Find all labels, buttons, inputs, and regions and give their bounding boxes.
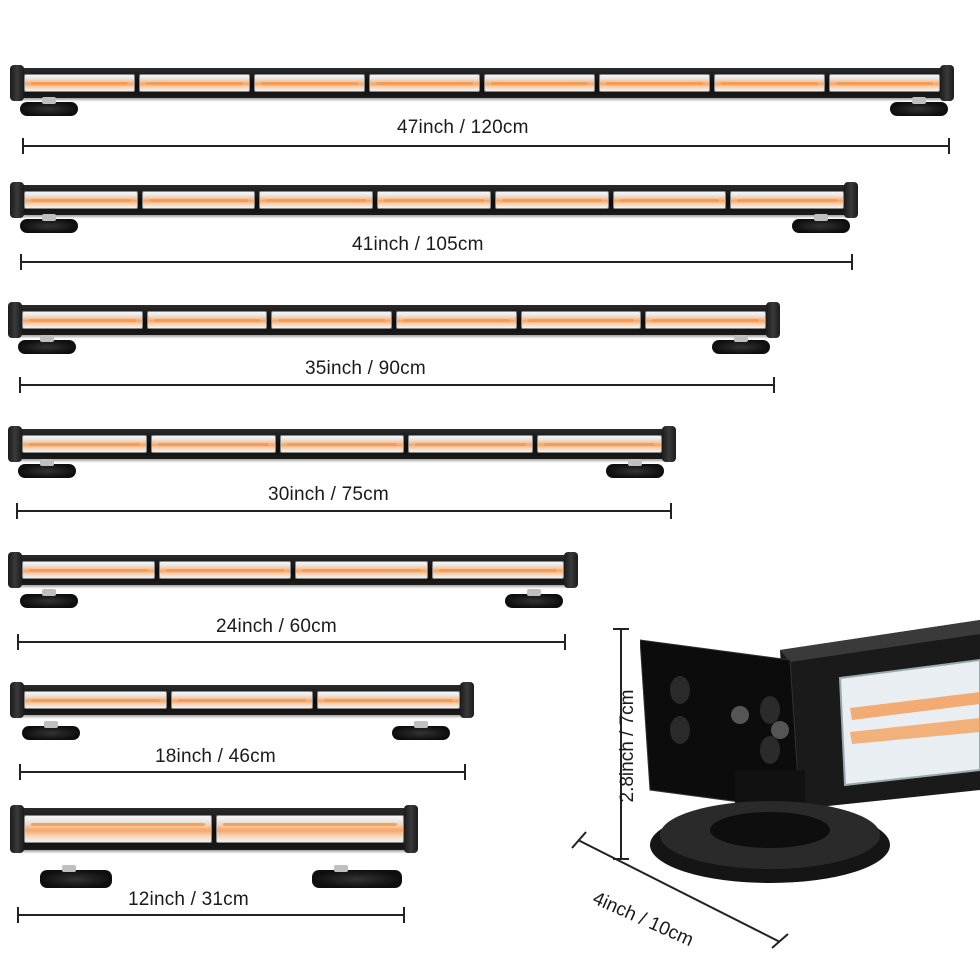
magnetic-foot-icon bbox=[792, 214, 850, 233]
end-cap-icon bbox=[766, 302, 780, 338]
dimension-line-35inch bbox=[19, 377, 775, 393]
led-lens-segment bbox=[829, 74, 940, 92]
led-lens-segment bbox=[24, 191, 138, 209]
led-lens-segment bbox=[22, 435, 147, 453]
led-lens-segment bbox=[279, 435, 405, 453]
led-lens-segment bbox=[170, 691, 314, 709]
led-lens-segment bbox=[22, 561, 155, 579]
light-bar-12inch bbox=[10, 805, 418, 853]
light-bar-41inch bbox=[10, 182, 858, 218]
magnetic-foot-icon bbox=[712, 335, 770, 354]
led-lens-segment bbox=[484, 74, 595, 92]
end-cap-icon bbox=[10, 65, 24, 101]
dimension-line-18inch bbox=[19, 764, 466, 780]
magnetic-foot-icon bbox=[505, 589, 563, 608]
led-lens-segment bbox=[146, 311, 268, 329]
led-lens-segment bbox=[139, 74, 250, 92]
end-cap-icon bbox=[564, 552, 578, 588]
led-lens-segment bbox=[494, 191, 609, 209]
magnetic-foot-icon bbox=[22, 721, 80, 740]
bracket-closeup-image bbox=[639, 620, 980, 900]
led-lens-segment bbox=[431, 561, 564, 579]
led-lens-segment bbox=[730, 191, 844, 209]
dimension-line-47inch bbox=[22, 138, 950, 154]
end-cap-icon bbox=[844, 182, 858, 218]
led-lens-segment bbox=[24, 691, 167, 709]
dimension-line-30inch bbox=[16, 503, 672, 519]
dimension-line-24inch bbox=[17, 634, 566, 650]
led-lens-segment bbox=[295, 561, 428, 579]
led-lens-segment bbox=[271, 311, 392, 329]
led-lens-segment bbox=[520, 311, 642, 329]
led-lens-segment bbox=[537, 435, 662, 453]
size-label-47inch: 47inch / 120cm bbox=[397, 117, 529, 138]
magnetic-foot-icon bbox=[606, 459, 664, 478]
magnetic-foot-icon bbox=[40, 865, 112, 888]
size-label-30inch: 30inch / 75cm bbox=[268, 484, 389, 505]
magnetic-foot-icon bbox=[312, 865, 402, 888]
end-cap-icon bbox=[8, 302, 22, 338]
led-lens-segment bbox=[408, 435, 534, 453]
size-label-41inch: 41inch / 105cm bbox=[352, 234, 484, 255]
led-lens-segment bbox=[714, 74, 825, 92]
end-cap-icon bbox=[8, 426, 22, 462]
led-lens-segment bbox=[369, 74, 480, 92]
size-label-35inch: 35inch / 90cm bbox=[305, 358, 426, 379]
magnetic-foot-icon bbox=[20, 214, 78, 233]
end-cap-icon bbox=[10, 805, 24, 853]
end-cap-icon bbox=[8, 552, 22, 588]
led-lens-segment bbox=[150, 435, 276, 453]
magnetic-foot-icon bbox=[392, 721, 450, 740]
end-cap-icon bbox=[404, 805, 418, 853]
height-dimension-line bbox=[613, 628, 629, 860]
magnetic-foot-icon bbox=[20, 97, 78, 116]
light-bar-18inch bbox=[10, 682, 474, 718]
light-bar-35inch bbox=[8, 302, 780, 338]
bracket-closeup-icon bbox=[639, 620, 980, 883]
led-lens-segment bbox=[599, 74, 710, 92]
led-lens-segment bbox=[22, 311, 143, 329]
end-cap-icon bbox=[460, 682, 474, 718]
size-label-18inch: 18inch / 46cm bbox=[155, 746, 276, 767]
light-bar-47inch bbox=[10, 65, 954, 101]
dimension-line-12inch bbox=[17, 907, 405, 923]
depth-dimension-line bbox=[571, 831, 789, 949]
led-lens-segment bbox=[259, 191, 374, 209]
led-lens-segment bbox=[24, 74, 135, 92]
size-label-24inch: 24inch / 60cm bbox=[216, 616, 337, 637]
led-lens-segment bbox=[158, 561, 291, 579]
led-lens-segment bbox=[377, 191, 491, 209]
end-cap-icon bbox=[662, 426, 676, 462]
end-cap-icon bbox=[10, 682, 24, 718]
size-label-12inch: 12inch / 31cm bbox=[128, 889, 249, 910]
magnetic-foot-icon bbox=[20, 589, 78, 608]
led-lens-segment bbox=[645, 311, 766, 329]
height-label: 2.8inch / 7cm bbox=[617, 689, 638, 803]
end-cap-icon bbox=[10, 182, 24, 218]
led-lens-segment bbox=[612, 191, 727, 209]
magnetic-foot-icon bbox=[890, 97, 948, 116]
magnetic-foot-icon bbox=[18, 335, 76, 354]
led-lens-segment bbox=[141, 191, 256, 209]
led-lens-segment bbox=[24, 815, 212, 843]
magnetic-foot-icon bbox=[18, 459, 76, 478]
end-cap-icon bbox=[940, 65, 954, 101]
led-lens-segment bbox=[317, 691, 460, 709]
led-lens-segment bbox=[216, 815, 404, 843]
light-bar-24inch bbox=[8, 552, 578, 588]
dimension-line-41inch bbox=[20, 254, 853, 270]
light-bar-30inch bbox=[8, 426, 676, 462]
led-lens-segment bbox=[254, 74, 365, 92]
led-lens-segment bbox=[396, 311, 517, 329]
